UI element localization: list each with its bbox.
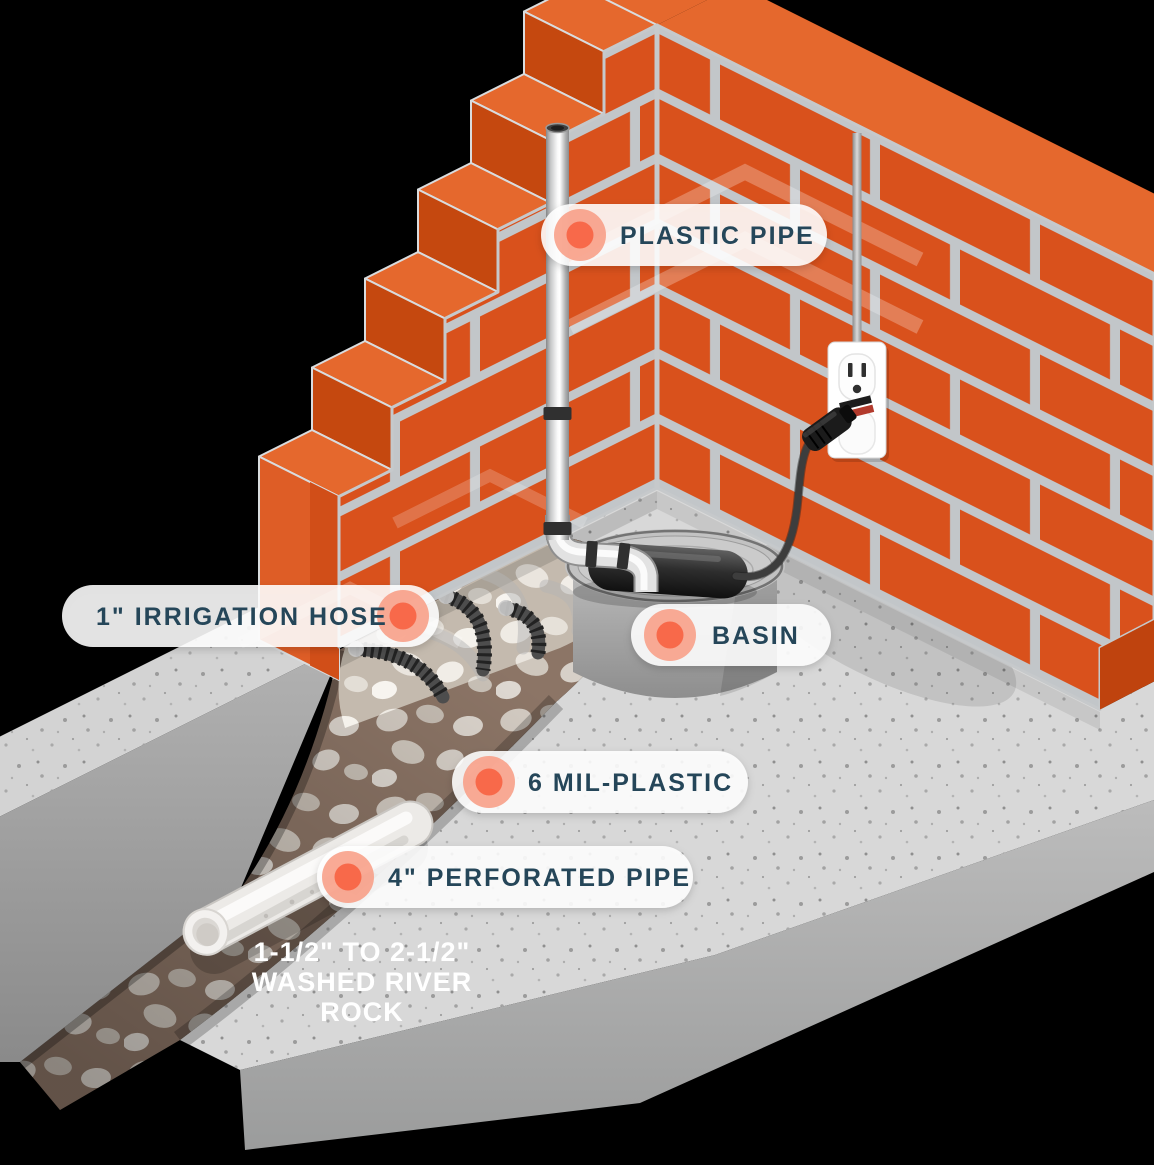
label-plastic-pipe: PLASTIC PIPE [541, 204, 827, 266]
label-text: 4" PERFORATED PIPE [388, 864, 691, 892]
label-mil-plastic: 6 MIL-PLASTIC [452, 751, 748, 813]
marker-dot-icon [334, 863, 362, 891]
label-pill [541, 204, 827, 266]
electrical-outlet [827, 341, 889, 462]
electrical-conduit [852, 133, 862, 347]
brick-wall-right [654, 23, 1154, 711]
marker-dot-icon [656, 621, 684, 649]
label-pill [62, 585, 439, 647]
label-perforated-pipe: 4" PERFORATED PIPE [317, 846, 693, 908]
label-pill [317, 846, 693, 908]
label-basin: BASIN [631, 604, 831, 666]
wall-end-right [1100, 620, 1154, 710]
label-text: 1" IRRIGATION HOSE [96, 603, 388, 631]
label-text: WASHED RIVER [252, 967, 473, 997]
label-text: 1-1/2" TO 2-1/2" [254, 937, 471, 967]
marker-dot-icon [389, 602, 417, 630]
marker-dot-icon [566, 221, 594, 249]
floor-slab-edge [240, 800, 1154, 1150]
label-text: BASIN [712, 622, 800, 650]
label-text: PLASTIC PIPE [620, 222, 815, 250]
power-cord [732, 424, 824, 581]
label-text: ROCK [320, 997, 404, 1027]
brick-wall-right-top-face [657, 0, 1154, 274]
pipe-coupling [543, 407, 572, 420]
basin-floor-shadow [743, 543, 1017, 707]
marker-dot-icon [475, 768, 503, 796]
power-plug [802, 404, 857, 452]
label-text: 6 MIL-PLASTIC [528, 769, 733, 797]
label-irrigation-hose: 1" IRRIGATION HOSE [62, 585, 439, 647]
plastic-pipe [543, 122, 572, 540]
label-pill [452, 751, 748, 813]
pipe-coupling [543, 522, 572, 535]
label-washed-river-rock: 1-1/2" TO 2-1/2" WASHED RIVER ROCK [252, 937, 473, 1027]
